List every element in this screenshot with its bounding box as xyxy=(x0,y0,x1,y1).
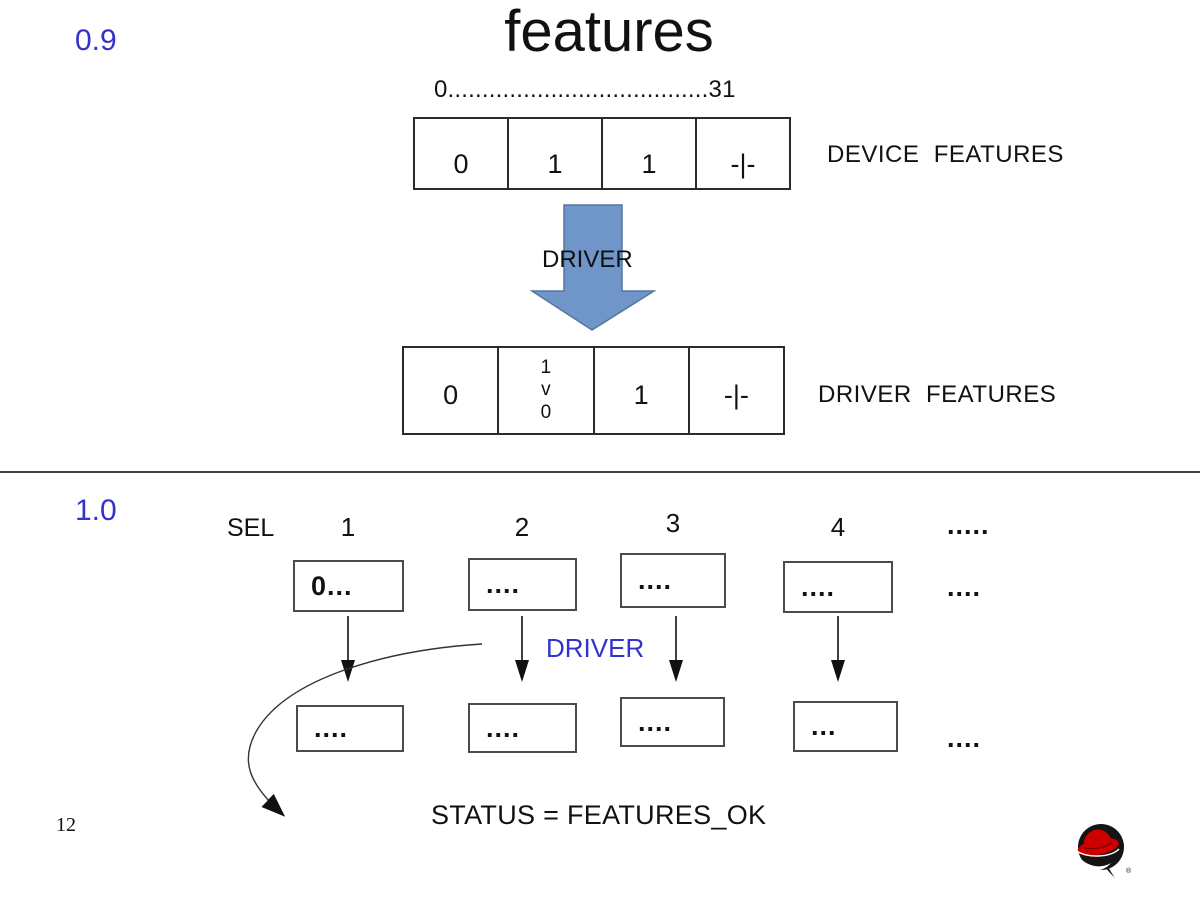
device-features-label: DEVICE FEATURES xyxy=(827,141,1064,168)
down-arrow-icon xyxy=(669,616,683,682)
column-label-4: 4 xyxy=(830,512,846,542)
table-cell: -|- xyxy=(687,348,783,433)
feature-select-box: 0... xyxy=(293,560,404,612)
svg-text:®: ® xyxy=(1126,867,1132,875)
result-boxes-ellipsis: .... xyxy=(947,723,982,753)
loop-back-arrow-icon xyxy=(247,643,483,817)
redhat-logo-icon: ® xyxy=(1076,824,1132,878)
section-divider xyxy=(0,471,1200,473)
driver-features-table: 0 1 v 0 1 -|- xyxy=(402,346,785,435)
table-cell-stacked: 1 v 0 xyxy=(497,348,592,433)
page-number: 12 xyxy=(56,814,76,836)
column-label-3: 3 xyxy=(665,508,681,538)
stacked-line: 0 xyxy=(540,401,552,423)
sel-label: SEL xyxy=(227,514,275,542)
driver-big-arrow-icon xyxy=(530,204,656,331)
version-label-09: 0.9 xyxy=(75,24,117,57)
more-columns-ellipsis: ..... xyxy=(947,510,990,540)
select-boxes-ellipsis: .... xyxy=(947,572,982,602)
table-cell: 0 xyxy=(443,380,459,410)
column-label-2: 2 xyxy=(514,512,530,542)
feature-select-box: .... xyxy=(783,561,893,613)
driver-features-label: DRIVER FEATURES xyxy=(818,381,1057,408)
table-cell: 1 xyxy=(592,348,688,433)
feature-select-box: .... xyxy=(468,558,577,611)
driver-arrow-label: DRIVER xyxy=(542,246,633,273)
bit-range-ruler: 0......................................3… xyxy=(434,76,736,103)
feature-result-box: ... xyxy=(793,701,898,752)
column-label-1: 1 xyxy=(340,512,356,542)
table-cell: -|- xyxy=(695,119,789,188)
version-label-10: 1.0 xyxy=(75,494,117,527)
table-cell: 1 xyxy=(507,119,601,188)
down-arrow-icon xyxy=(831,616,845,682)
down-arrow-icon xyxy=(515,616,529,682)
slide-title: features xyxy=(504,0,714,64)
device-features-table: 0 1 1 -|- xyxy=(413,117,791,190)
status-text: STATUS = FEATURES_OK xyxy=(431,800,767,830)
driver-label: DRIVER xyxy=(546,633,645,663)
feature-select-box: .... xyxy=(620,553,726,608)
feature-result-box: .... xyxy=(296,705,404,752)
table-cell: 0 xyxy=(453,149,469,179)
feature-result-box: .... xyxy=(468,703,577,753)
down-arrow-icon xyxy=(341,616,355,682)
feature-result-box: .... xyxy=(620,697,725,747)
table-cell: 1 xyxy=(601,119,695,188)
stacked-line: v xyxy=(541,379,551,401)
stacked-line: 1 xyxy=(540,356,552,378)
